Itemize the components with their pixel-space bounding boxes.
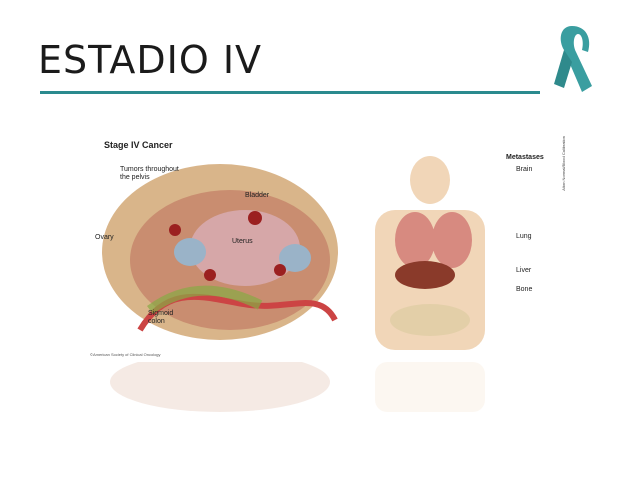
figure-side-credit: Alton Normal/Blood Calibration xyxy=(561,136,566,191)
figure-title: Stage IV Cancer xyxy=(104,140,173,150)
title-underline xyxy=(40,91,540,94)
label-lung: Lung xyxy=(516,233,532,240)
label-ovary: Ovary xyxy=(95,234,114,241)
label-brain: Brain xyxy=(516,166,533,173)
slide-title: ESTADIO IV xyxy=(38,38,263,82)
figure-reflection xyxy=(80,362,558,422)
label-tumors: Tumors throughout the pelvis xyxy=(120,166,179,181)
label-bone: Bone xyxy=(516,286,533,293)
stage-iv-illustration: Stage IV Cancer Tumors throughout the pe… xyxy=(80,130,566,360)
awareness-ribbon-icon xyxy=(554,26,592,92)
label-bladder: Bladder xyxy=(245,192,270,199)
label-liver: Liver xyxy=(516,267,532,274)
anatomy-illustration xyxy=(102,156,485,350)
figure-credit: ©American Society of Clinical Oncology xyxy=(90,352,161,357)
reflection-graphic xyxy=(110,362,485,412)
label-uterus: Uterus xyxy=(232,238,253,245)
label-metastases: Metastases xyxy=(506,154,544,161)
label-sigmoid-colon: Sigmoid colon xyxy=(148,310,174,325)
